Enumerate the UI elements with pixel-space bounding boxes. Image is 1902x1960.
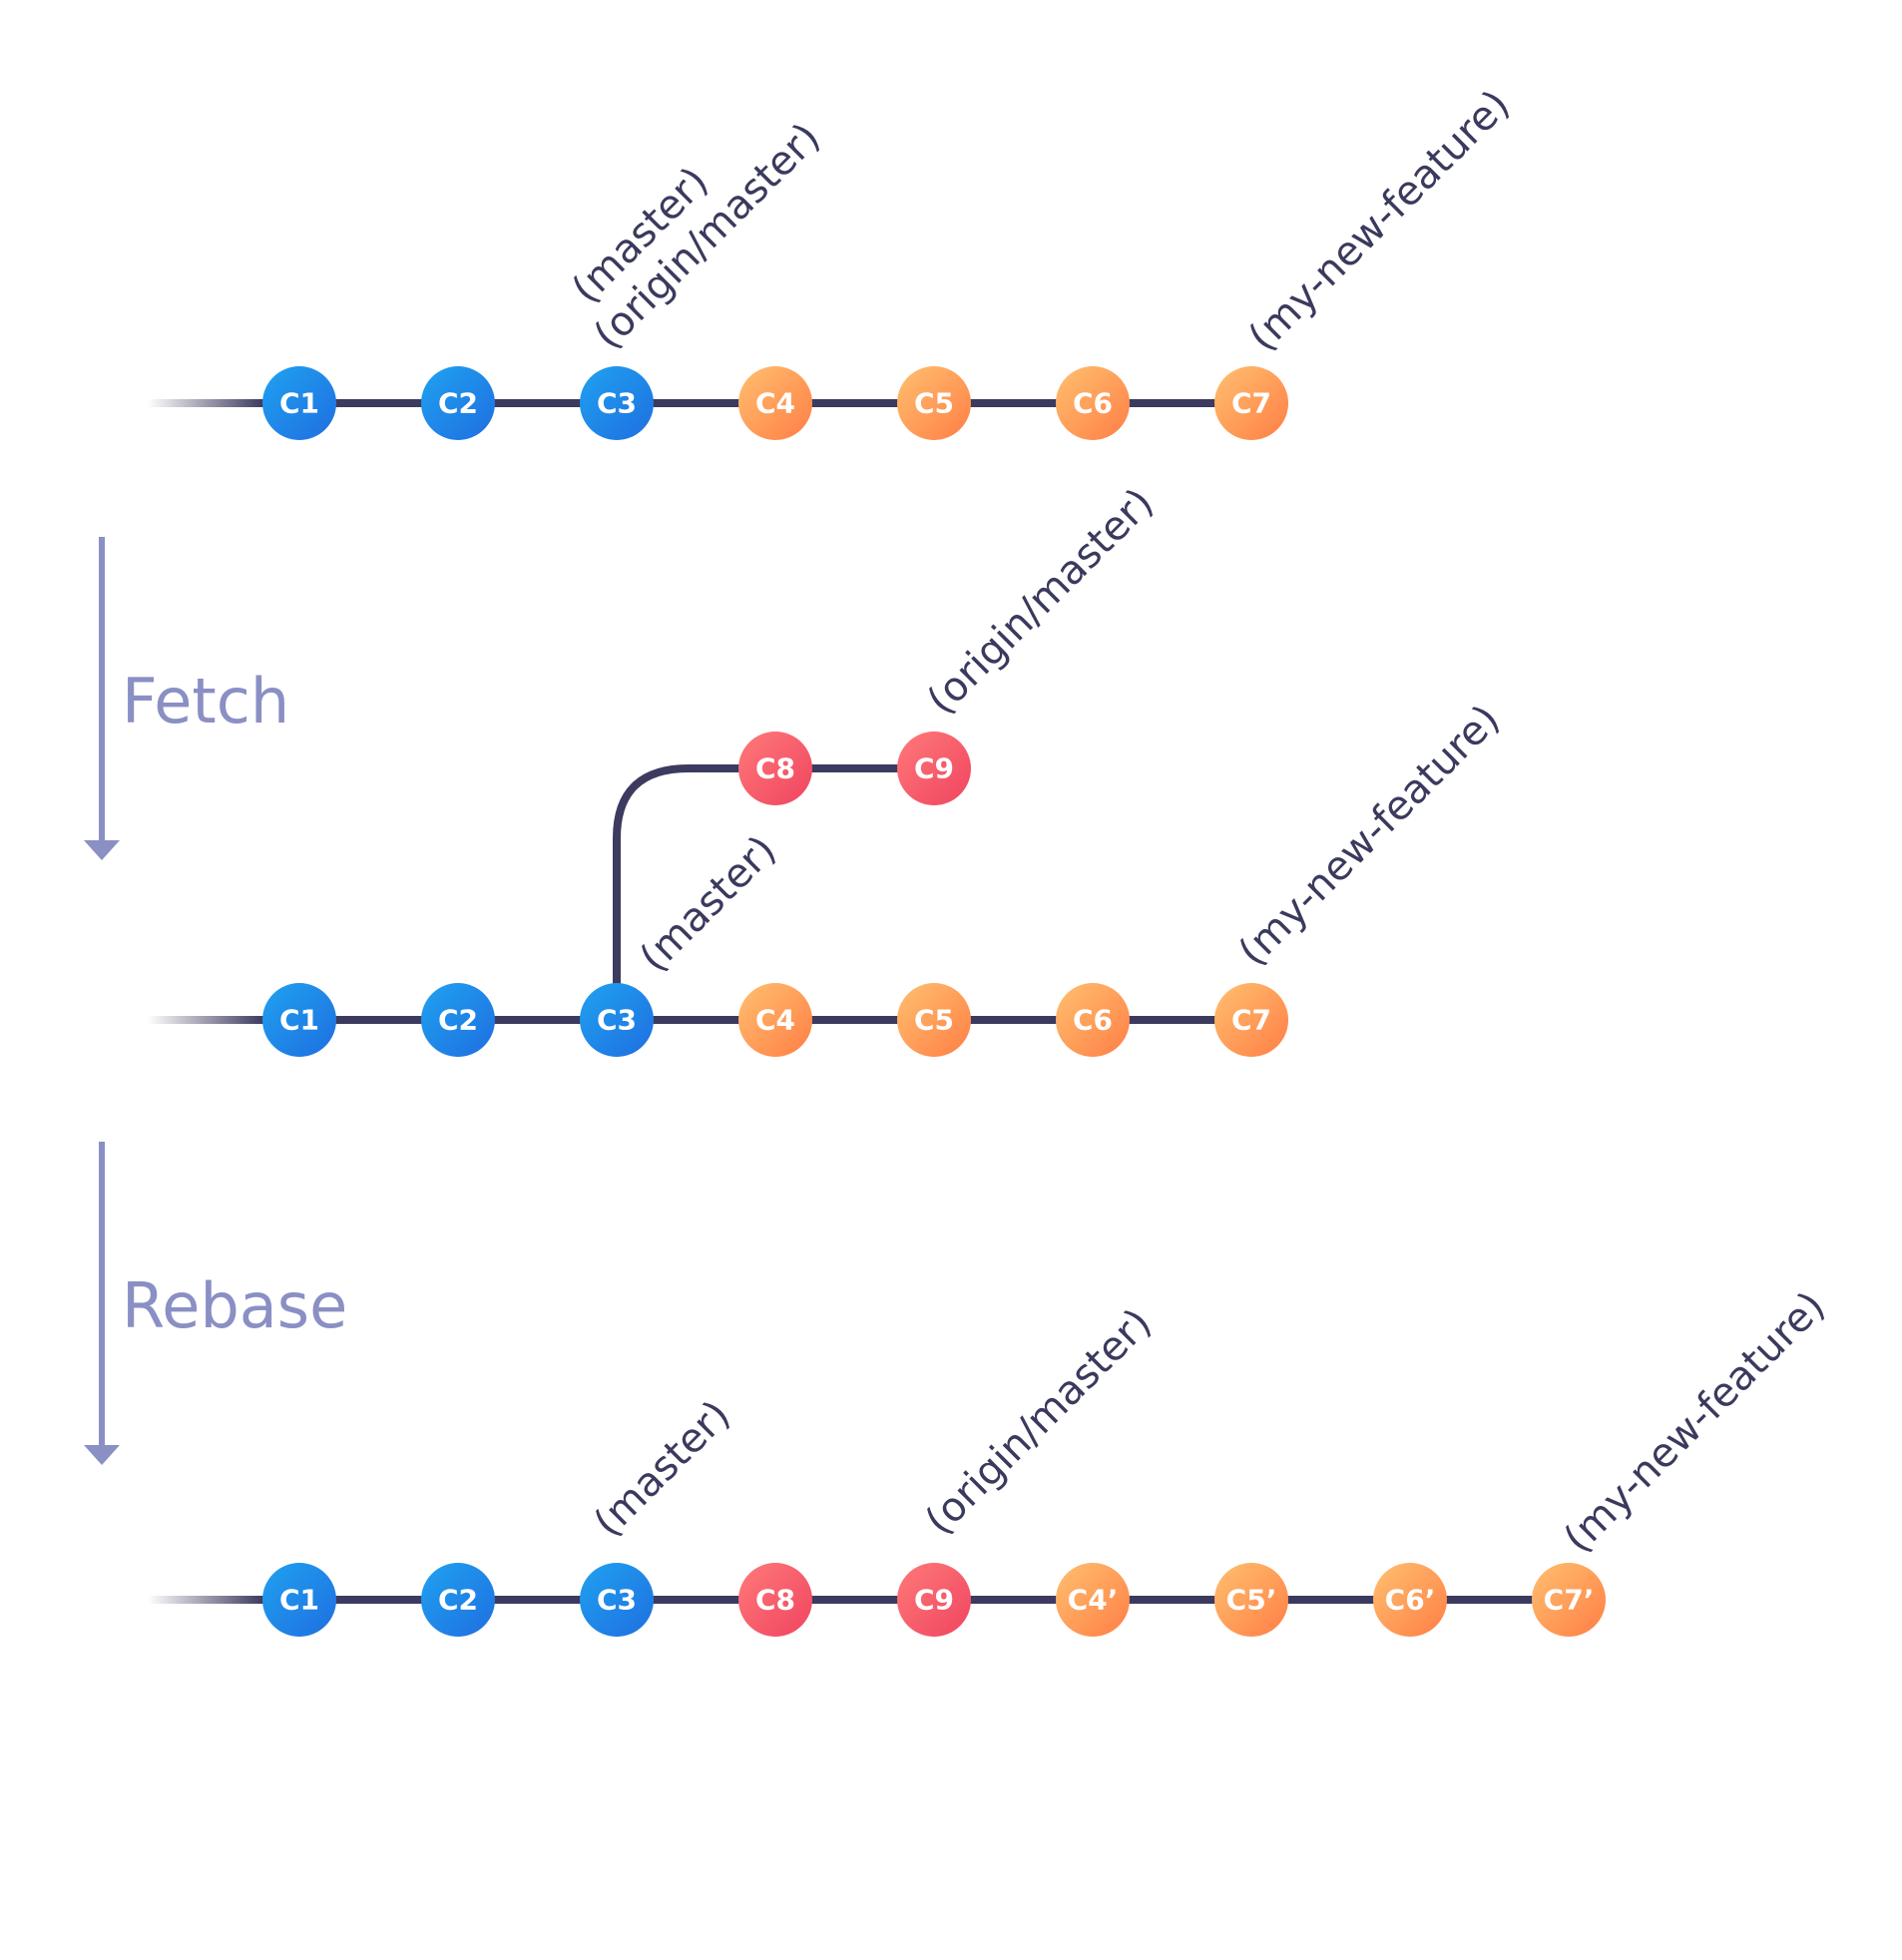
commit-circle [738, 1563, 812, 1637]
row3-commit-1: C1 [262, 1563, 336, 1637]
commit-label: C3 [597, 1004, 637, 1037]
row2-ref-master: (master) [632, 827, 785, 981]
commit-label: C7 [1231, 387, 1271, 420]
commit-circle [262, 366, 336, 440]
commit-label: C9 [914, 752, 954, 785]
commit-label: C3 [597, 387, 637, 420]
commit-label: C4’ [1068, 1584, 1119, 1617]
commit-label: C4 [755, 387, 795, 420]
row3-ref-origin-master: (origin/master) [917, 1300, 1161, 1544]
commit-label: C1 [279, 387, 319, 420]
commit-label: C5 [914, 1004, 954, 1037]
row2-commit-2: C2 [421, 983, 495, 1057]
row2-branch-line [613, 764, 934, 1020]
commit-label: C6’ [1385, 1584, 1436, 1617]
commit-circle [580, 366, 654, 440]
row2-history: C1 C2 C3 C4 C5 C6 C7 C8 C9 (origin/master) (mast… [148, 480, 1509, 1057]
row2-ref-feature: (my-new-feature) [1230, 697, 1509, 975]
commit-label: C4 [755, 1004, 795, 1037]
row3-history: C1 C2 C3 C8 C9 C4’ C5’ C6’ C7’ (master) (origin/… [148, 1283, 1834, 1637]
row1-commit-1: C1 [262, 366, 336, 440]
commit-label: C7 [1231, 1004, 1271, 1037]
commit-label: C2 [438, 1004, 478, 1037]
commit-circle [897, 366, 971, 440]
fetch-label: Fetch [122, 665, 289, 737]
row2-commit-5: C5 [897, 983, 971, 1057]
row2-ref-origin-master: (origin/master) [919, 480, 1163, 724]
commit-label: C2 [438, 1584, 478, 1617]
commit-circle [421, 1563, 495, 1637]
row1-commits: C1 C2 C3 C4 C5 C6 C7 [262, 366, 1288, 440]
commit-circle [1056, 1563, 1130, 1637]
commit-label: C1 [279, 1004, 319, 1037]
row3-commit-6: C4’ [1056, 1563, 1130, 1637]
rebase-arrow-head [84, 1445, 120, 1465]
commit-circle [738, 983, 812, 1057]
commit-circle [421, 983, 495, 1057]
commit-label: C8 [755, 752, 795, 785]
rebase-label: Rebase [122, 1269, 347, 1342]
commit-label: C7’ [1544, 1584, 1595, 1617]
row1-ref-feature: (my-new-feature) [1240, 82, 1519, 360]
row2-branch-commit-1: C8 [738, 732, 812, 805]
commit-circle [897, 1563, 971, 1637]
commit-label: C1 [279, 1584, 319, 1617]
fetch-step: Fetch [84, 537, 289, 860]
commit-circle [1214, 366, 1288, 440]
row1-history-tail [148, 399, 263, 407]
commit-circle [738, 366, 812, 440]
commit-label: C3 [597, 1584, 637, 1617]
row3-commit-4: C8 [738, 1563, 812, 1637]
row1-commit-6: C6 [1056, 366, 1130, 440]
row2-commit-4: C4 [738, 983, 812, 1057]
commit-label: C9 [914, 1584, 954, 1617]
commit-circle [1056, 366, 1130, 440]
commit-label: C8 [755, 1584, 795, 1617]
commit-circle [1056, 983, 1130, 1057]
commit-label: C6 [1073, 1004, 1113, 1037]
row2-commit-7: C7 [1214, 983, 1288, 1057]
row1-commit-5: C5 [897, 366, 971, 440]
row3-ref-feature: (my-new-feature) [1556, 1283, 1834, 1562]
row2-branch-commit-2: C9 [897, 732, 971, 805]
row1-commit-7: C7 [1214, 366, 1288, 440]
row3-commits: C1 C2 C3 C8 C9 C4’ C5’ C6’ C7’ [262, 1563, 1606, 1637]
row3-commit-9: C7’ [1532, 1563, 1606, 1637]
commit-circle [262, 1563, 336, 1637]
rebase-step: Rebase [84, 1142, 347, 1465]
commit-circle [897, 983, 971, 1057]
commit-circle [738, 732, 812, 805]
commit-label: C5 [914, 387, 954, 420]
row2-commit-6: C6 [1056, 983, 1130, 1057]
fetch-arrow-head [84, 840, 120, 860]
commit-label: C2 [438, 387, 478, 420]
row2-commit-3: C3 [580, 983, 654, 1057]
commit-label: C5’ [1226, 1584, 1277, 1617]
row3-commit-8: C6’ [1373, 1563, 1447, 1637]
commit-label: C6 [1073, 387, 1113, 420]
row2-history-tail [148, 1016, 263, 1024]
row1-commit-4: C4 [738, 366, 812, 440]
row3-commit-7: C5’ [1214, 1563, 1288, 1637]
row1-commit-3: C3 [580, 366, 654, 440]
commit-circle [580, 1563, 654, 1637]
commit-circle [1214, 1563, 1288, 1637]
row3-commit-5: C9 [897, 1563, 971, 1637]
commit-circle [262, 983, 336, 1057]
commit-circle [1532, 1563, 1606, 1637]
commit-circle [421, 366, 495, 440]
row3-ref-master: (master) [586, 1392, 739, 1546]
commit-circle [1373, 1563, 1447, 1637]
commit-circle [897, 732, 971, 805]
row3-commit-2: C2 [421, 1563, 495, 1637]
commit-circle [1214, 983, 1288, 1057]
commit-circle [580, 983, 654, 1057]
row2-commits: C1 C2 C3 C4 C5 C6 C7 C8 C9 [262, 732, 1288, 1057]
row2-commit-1: C1 [262, 983, 336, 1057]
row3-history-tail [148, 1596, 263, 1604]
row1-commit-2: C2 [421, 366, 495, 440]
row3-commit-3: C3 [580, 1563, 654, 1637]
